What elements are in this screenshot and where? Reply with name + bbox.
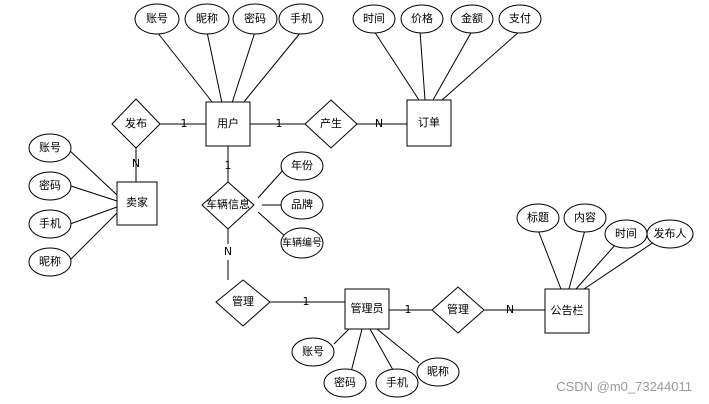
relationship-manage-right: 管理 — [431, 286, 485, 334]
relationship-manage-left-label: 管理 — [232, 294, 254, 308]
cardinality-vehicle-user: 1 — [225, 159, 232, 172]
attribute-admin-account: 账号 — [291, 337, 335, 367]
entity-admin-label: 管理员 — [351, 301, 384, 315]
attribute-user-phone-label: 手机 — [290, 11, 312, 25]
entity-order: 订单 — [406, 99, 452, 147]
attribute-admin-account-label: 账号 — [302, 345, 324, 358]
attribute-seller-phone-label: 手机 — [39, 216, 61, 230]
attribute-notice-title-label: 标题 — [527, 210, 549, 224]
cardinality-manage2-notice: N — [506, 303, 514, 316]
cardinality-vehicle-lower: N — [224, 245, 232, 258]
attribute-order-payment: 支付 — [498, 4, 542, 34]
attribute-vehicle-year: 年份 — [280, 151, 324, 181]
attribute-order-price: 价格 — [400, 4, 444, 34]
attribute-vehicle-brand: 品牌 — [280, 190, 324, 220]
attribute-seller-password-label: 密码 — [39, 178, 61, 192]
attribute-seller-nickname-label: 昵称 — [39, 254, 61, 268]
attribute-notice-publisher-label: 发布人 — [654, 226, 687, 240]
attribute-order-time: 时间 — [352, 4, 396, 34]
entity-notice-label: 公告栏 — [551, 303, 584, 317]
relationship-publish: 发布 — [111, 98, 161, 149]
attribute-admin-password: 密码 — [323, 368, 367, 398]
attribute-seller-account: 账号 — [28, 133, 72, 163]
cardinality-generate-user: 1 — [276, 117, 283, 130]
attribute-seller-nickname: 昵称 — [28, 247, 72, 277]
entity-seller: 卖家 — [116, 181, 158, 226]
attribute-seller-password: 密码 — [28, 171, 72, 201]
attribute-vehicle-year-label: 年份 — [291, 158, 313, 172]
attribute-admin-phone: 手机 — [375, 368, 419, 398]
cardinalities: 1 N 1 N 1 N 1 1 N — [132, 117, 514, 316]
relationship-vehicle-info-label: 车辆信息 — [206, 197, 250, 211]
relationship-generate: 产生 — [304, 99, 358, 149]
connectors — [67, 30, 655, 373]
attribute-user-account: 账号 — [134, 3, 180, 35]
attribute-user-phone: 手机 — [278, 3, 324, 35]
attribute-admin-nickname: 昵称 — [416, 357, 460, 387]
entity-user: 用户 — [205, 101, 251, 147]
relationship-generate-label: 产生 — [320, 116, 342, 130]
relationship-publish-label: 发布 — [125, 116, 147, 130]
attribute-order-time-label: 时间 — [363, 12, 385, 25]
relationship-vehicle-info: 车辆信息 — [201, 181, 255, 230]
relationship-manage-left: 管理 — [215, 279, 271, 327]
cardinality-publish-seller: N — [132, 157, 140, 170]
relationship-manage-right-label: 管理 — [447, 302, 469, 316]
entity-seller-label: 卖家 — [126, 195, 148, 209]
attribute-user-account-label: 账号 — [146, 12, 168, 25]
attribute-order-price-label: 价格 — [411, 11, 433, 25]
attribute-admin-password-label: 密码 — [334, 375, 356, 389]
attribute-seller-account-label: 账号 — [39, 141, 61, 154]
attribute-notice-publisher: 发布人 — [646, 219, 694, 249]
attribute-user-password-label: 密码 — [244, 11, 266, 25]
entity-user-label: 用户 — [217, 116, 239, 130]
attribute-user-password: 密码 — [232, 3, 278, 35]
cardinality-publish-user: 1 — [181, 117, 188, 130]
attribute-admin-nickname-label: 昵称 — [427, 364, 449, 378]
cardinality-manage-admin: 1 — [303, 295, 310, 308]
entity-order-label: 订单 — [418, 116, 440, 129]
attribute-notice-content: 内容 — [563, 203, 607, 233]
attribute-notice-time-label: 时间 — [615, 227, 637, 240]
cardinality-generate-order: N — [375, 117, 383, 130]
attribute-admin-phone-label: 手机 — [386, 375, 408, 389]
attribute-notice-content-label: 内容 — [574, 210, 596, 224]
cardinality-manage2-admin: 1 — [405, 303, 412, 316]
attribute-user-nickname: 昵称 — [184, 3, 230, 35]
attribute-vehicle-number: 车辆编号 — [280, 227, 324, 259]
attribute-order-payment-label: 支付 — [509, 12, 531, 25]
entity-notice: 公告栏 — [544, 288, 590, 334]
entity-admin: 管理员 — [344, 288, 390, 330]
attribute-seller-phone: 手机 — [28, 209, 72, 239]
attribute-vehicle-number-label: 车辆编号 — [282, 237, 322, 249]
attribute-notice-time: 时间 — [604, 219, 648, 249]
attribute-order-amount: 金额 — [450, 4, 494, 34]
attribute-vehicle-brand-label: 品牌 — [291, 197, 313, 211]
attribute-notice-title: 标题 — [516, 203, 560, 233]
watermark: CSDN @m0_73244011 — [556, 379, 692, 394]
attribute-order-amount-label: 金额 — [461, 11, 483, 25]
attribute-user-nickname-label: 昵称 — [196, 11, 218, 25]
